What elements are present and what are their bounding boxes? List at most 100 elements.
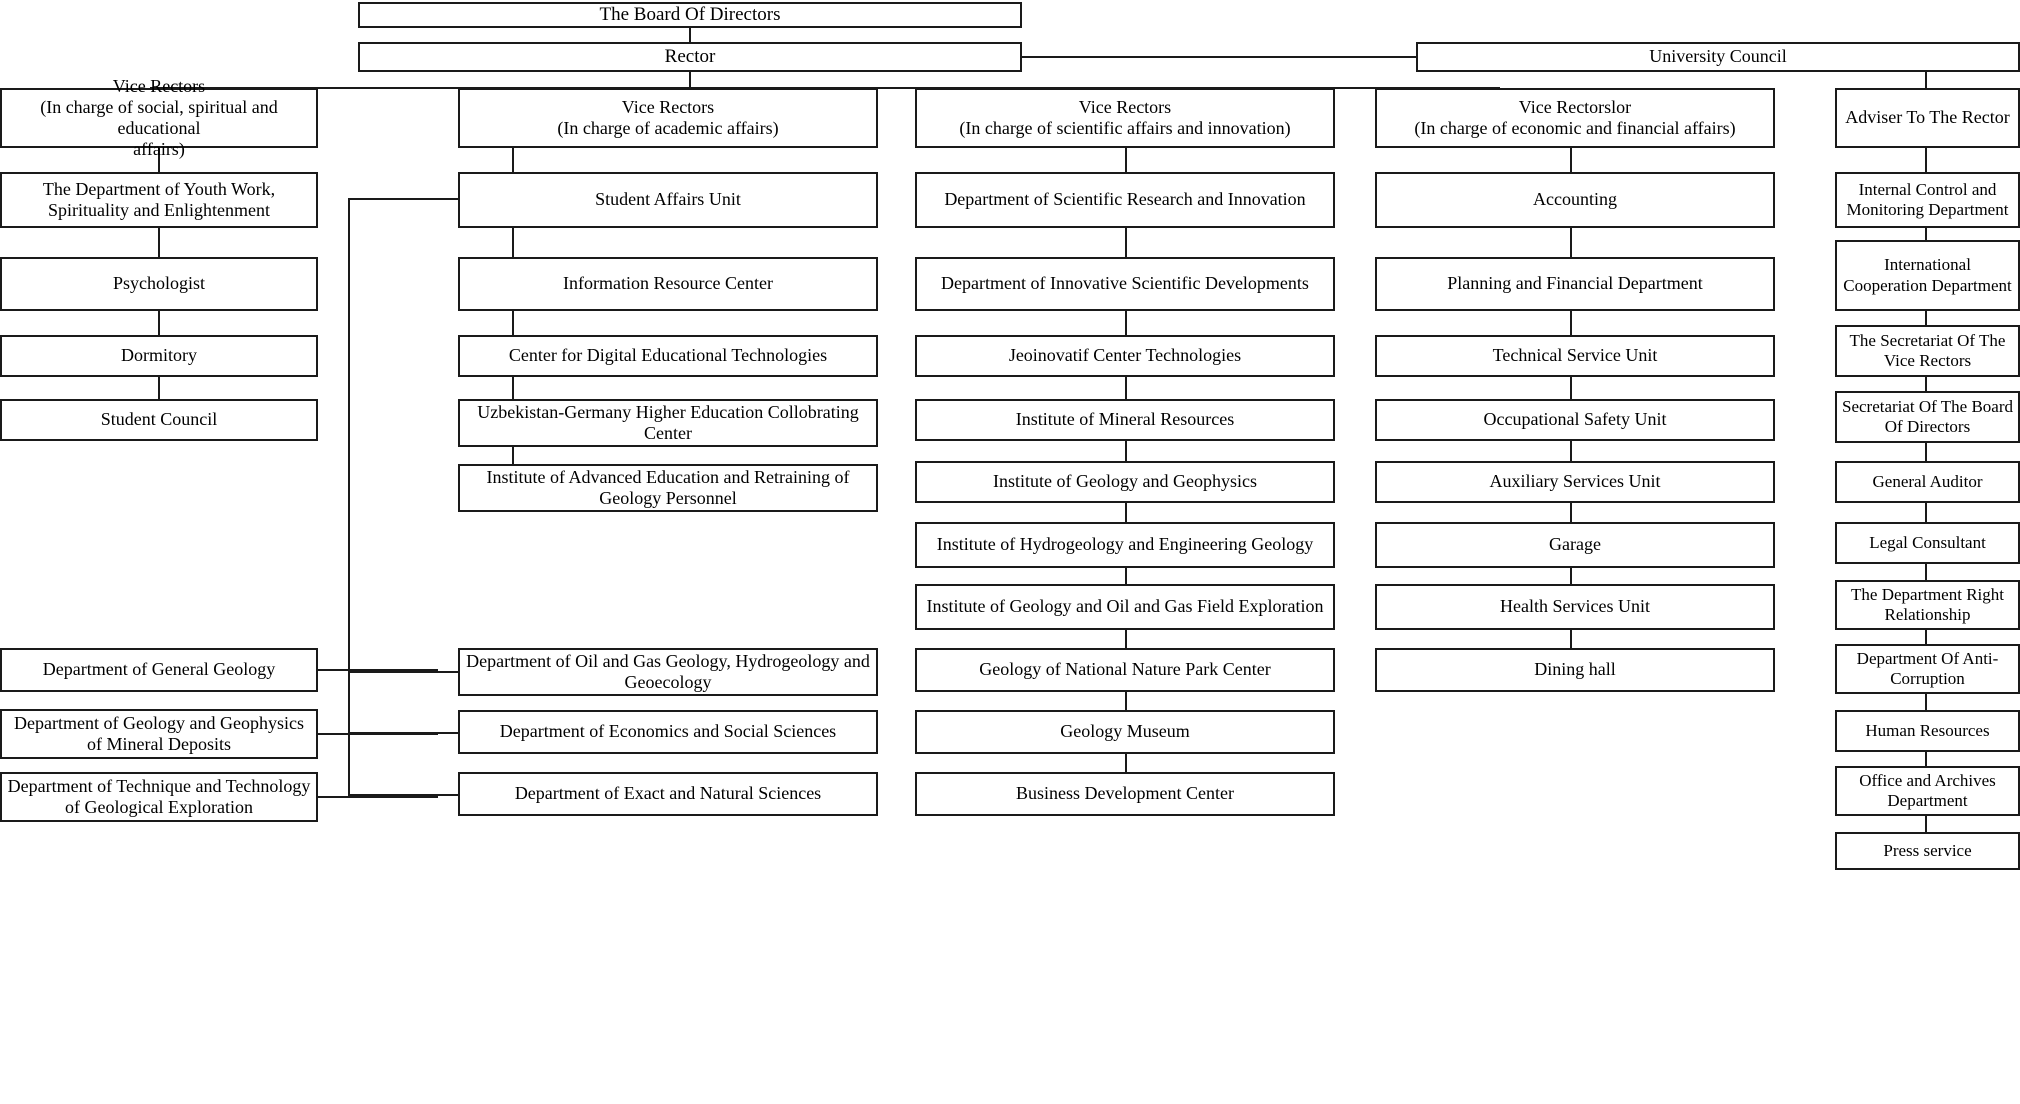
node-university-council[interactable]: University Council xyxy=(1416,42,2020,72)
node-business-development-center[interactable]: Business Development Center xyxy=(915,772,1335,816)
connector-academic-trunk-bottom xyxy=(348,796,438,798)
node-institute-hydrogeology-engineering[interactable]: Institute of Hydrogeology and Engineerin… xyxy=(915,522,1335,568)
node-department-technique-technology[interactable]: Department of Technique and Technology o… xyxy=(0,772,318,822)
node-dormitory[interactable]: Dormitory xyxy=(0,335,318,377)
connector-col4-5 xyxy=(1570,503,1572,522)
node-label: University Council xyxy=(1649,46,1787,67)
node-institute-advanced-education[interactable]: Institute of Advanced Education and Retr… xyxy=(458,464,878,512)
node-geology-museum[interactable]: Geology Museum xyxy=(915,710,1335,754)
node-department-geology-geophysics-mineral[interactable]: Department of Geology and Geophysics of … xyxy=(0,709,318,759)
connector-col5-6 xyxy=(1925,564,1927,580)
node-press-service[interactable]: Press service xyxy=(1835,832,2020,870)
node-label: Center for Digital Educational Technolog… xyxy=(508,345,828,366)
node-department-general-geology[interactable]: Department of General Geology xyxy=(0,648,318,692)
node-label: Jeoinovatif Center Technologies xyxy=(1008,345,1242,366)
node-garage[interactable]: Garage xyxy=(1375,522,1775,568)
node-label: Department of Innovative Scientific Deve… xyxy=(941,273,1309,294)
node-board-of-directors[interactable]: The Board Of Directors xyxy=(358,2,1022,28)
node-auxiliary-services-unit[interactable]: Auxiliary Services Unit xyxy=(1375,461,1775,503)
connector-col3-6 xyxy=(1125,568,1127,584)
node-label: Institute of Hydrogeology and Engineerin… xyxy=(936,534,1314,555)
node-label: Garage xyxy=(1549,534,1601,555)
node-planning-financial-department[interactable]: Planning and Financial Department xyxy=(1375,257,1775,311)
connector-col5-head-drop xyxy=(1925,72,1927,88)
connector-col5-5 xyxy=(1925,503,1927,522)
node-student-affairs-unit[interactable]: Student Affairs Unit xyxy=(458,172,878,228)
node-label: Department Of Anti-Corruption xyxy=(1856,648,1999,688)
node-department-economics-social-sciences[interactable]: Department of Economics and Social Scien… xyxy=(458,710,878,754)
node-secretariat-vice-rectors[interactable]: The Secretariat Of The Vice Rectors xyxy=(1835,325,2020,377)
node-department-exact-natural-sciences[interactable]: Department of Exact and Natural Sciences xyxy=(458,772,878,816)
node-dept-innovative-scientific-developments[interactable]: Department of Innovative Scientific Deve… xyxy=(915,257,1335,311)
node-institute-geology-oil-gas-field[interactable]: Institute of Geology and Oil and Gas Fie… xyxy=(915,584,1335,630)
node-occupational-safety-unit[interactable]: Occupational Safety Unit xyxy=(1375,399,1775,441)
node-department-anti-corruption[interactable]: Department Of Anti-Corruption xyxy=(1835,644,2020,694)
node-label: Institute of Geology and Geophysics xyxy=(993,471,1257,492)
node-label: Geology of National Nature Park Center xyxy=(979,659,1271,680)
node-label: Business Development Center xyxy=(1016,783,1234,804)
node-label: Human Resources xyxy=(1865,720,1990,740)
connector-dep-right-0 xyxy=(348,671,458,673)
connector-dep-right-1 xyxy=(348,732,458,734)
node-label: The Secretariat Of The Vice Rectors xyxy=(1849,330,2006,370)
node-label: General Auditor xyxy=(1872,471,1983,491)
node-secretariat-board-directors[interactable]: Secretariat Of The Board Of Directors xyxy=(1835,391,2020,443)
node-label: Secretariat Of The Board Of Directors xyxy=(1841,396,2014,436)
connector-col5-4 xyxy=(1925,443,1927,461)
node-label: Occupational Safety Unit xyxy=(1483,409,1667,430)
connector-dep-left-1 xyxy=(318,733,438,735)
node-legal-consultant[interactable]: Legal Consultant xyxy=(1835,522,2020,564)
column-head-adviser[interactable]: Adviser To The Rector xyxy=(1835,88,2020,148)
node-department-oil-gas-geology[interactable]: Department of Oil and Gas Geology, Hydro… xyxy=(458,648,878,696)
node-label: Department of Geology and Geophysics of … xyxy=(14,712,304,754)
node-information-resource-center[interactable]: Information Resource Center xyxy=(458,257,878,311)
node-rector[interactable]: Rector xyxy=(358,42,1022,72)
node-label: Psychologist xyxy=(112,273,205,294)
node-dining-hall[interactable]: Dining hall xyxy=(1375,648,1775,692)
node-psychologist[interactable]: Psychologist xyxy=(0,257,318,311)
connector-col3-0 xyxy=(1125,148,1127,172)
node-label: Health Services Unit xyxy=(1500,596,1650,617)
node-health-services-unit[interactable]: Health Services Unit xyxy=(1375,584,1775,630)
connector-col4-3 xyxy=(1570,377,1572,399)
node-international-cooperation-department[interactable]: International Cooperation Department xyxy=(1835,240,2020,311)
node-internal-control-monitoring[interactable]: Internal Control and Monitoring Departme… xyxy=(1835,172,2020,228)
node-uzbekistan-germany-center[interactable]: Uzbekistan-Germany Higher Education Coll… xyxy=(458,399,878,447)
node-department-right-relationship[interactable]: The Department Right Relationship xyxy=(1835,580,2020,630)
connector-academic-trunk xyxy=(348,198,350,798)
node-label: International Cooperation Department xyxy=(1843,255,2012,295)
connector-dep-left-0 xyxy=(318,669,438,671)
node-technical-service-unit[interactable]: Technical Service Unit xyxy=(1375,335,1775,377)
node-youth-work-department[interactable]: The Department of Youth Work, Spirituali… xyxy=(0,172,318,228)
node-institute-geology-geophysics[interactable]: Institute of Geology and Geophysics xyxy=(915,461,1335,503)
connector-col2-3 xyxy=(512,377,514,399)
column-head-line1: Vice Rectors xyxy=(112,75,206,96)
connector-col1-2 xyxy=(158,311,160,335)
connector-col5-3 xyxy=(1925,377,1927,391)
connector-col4-1 xyxy=(1570,228,1572,257)
node-label: Internal Control and Monitoring Departme… xyxy=(1846,179,2009,219)
node-label: Student Affairs Unit xyxy=(595,189,741,210)
node-label: Department of Oil and Gas Geology, Hydro… xyxy=(466,650,870,692)
node-accounting[interactable]: Accounting xyxy=(1375,172,1775,228)
column-head-social[interactable]: Vice Rectors (In charge of social, spiri… xyxy=(0,76,318,159)
column-head-scientific[interactable]: Vice Rectors (In charge of scientific af… xyxy=(915,88,1335,148)
node-label: Auxiliary Services Unit xyxy=(1489,471,1661,492)
node-center-digital-educational-technologies[interactable]: Center for Digital Educational Technolog… xyxy=(458,335,878,377)
column-head-academic[interactable]: Vice Rectors (In charge of academic affa… xyxy=(458,88,878,148)
node-geology-national-nature-park-center[interactable]: Geology of National Nature Park Center xyxy=(915,648,1335,692)
node-student-council[interactable]: Student Council xyxy=(0,399,318,441)
node-institute-mineral-resources[interactable]: Institute of Mineral Resources xyxy=(915,399,1335,441)
column-head-line1: Vice Rectors xyxy=(621,96,715,117)
node-label: Department of Scientific Research and In… xyxy=(944,189,1306,210)
node-jeoinovatif-center-technologies[interactable]: Jeoinovatif Center Technologies xyxy=(915,335,1335,377)
node-office-archives-department[interactable]: Office and Archives Department xyxy=(1835,766,2020,816)
node-general-auditor[interactable]: General Auditor xyxy=(1835,461,2020,503)
node-label: The Department of Youth Work, Spirituali… xyxy=(42,178,276,220)
connector-col3-7 xyxy=(1125,630,1127,648)
node-dept-scientific-research-innovation[interactable]: Department of Scientific Research and In… xyxy=(915,172,1335,228)
column-head-economic[interactable]: Vice Rectorslor (In charge of economic a… xyxy=(1375,88,1775,148)
connector-col3-4 xyxy=(1125,441,1127,461)
node-human-resources[interactable]: Human Resources xyxy=(1835,710,2020,752)
